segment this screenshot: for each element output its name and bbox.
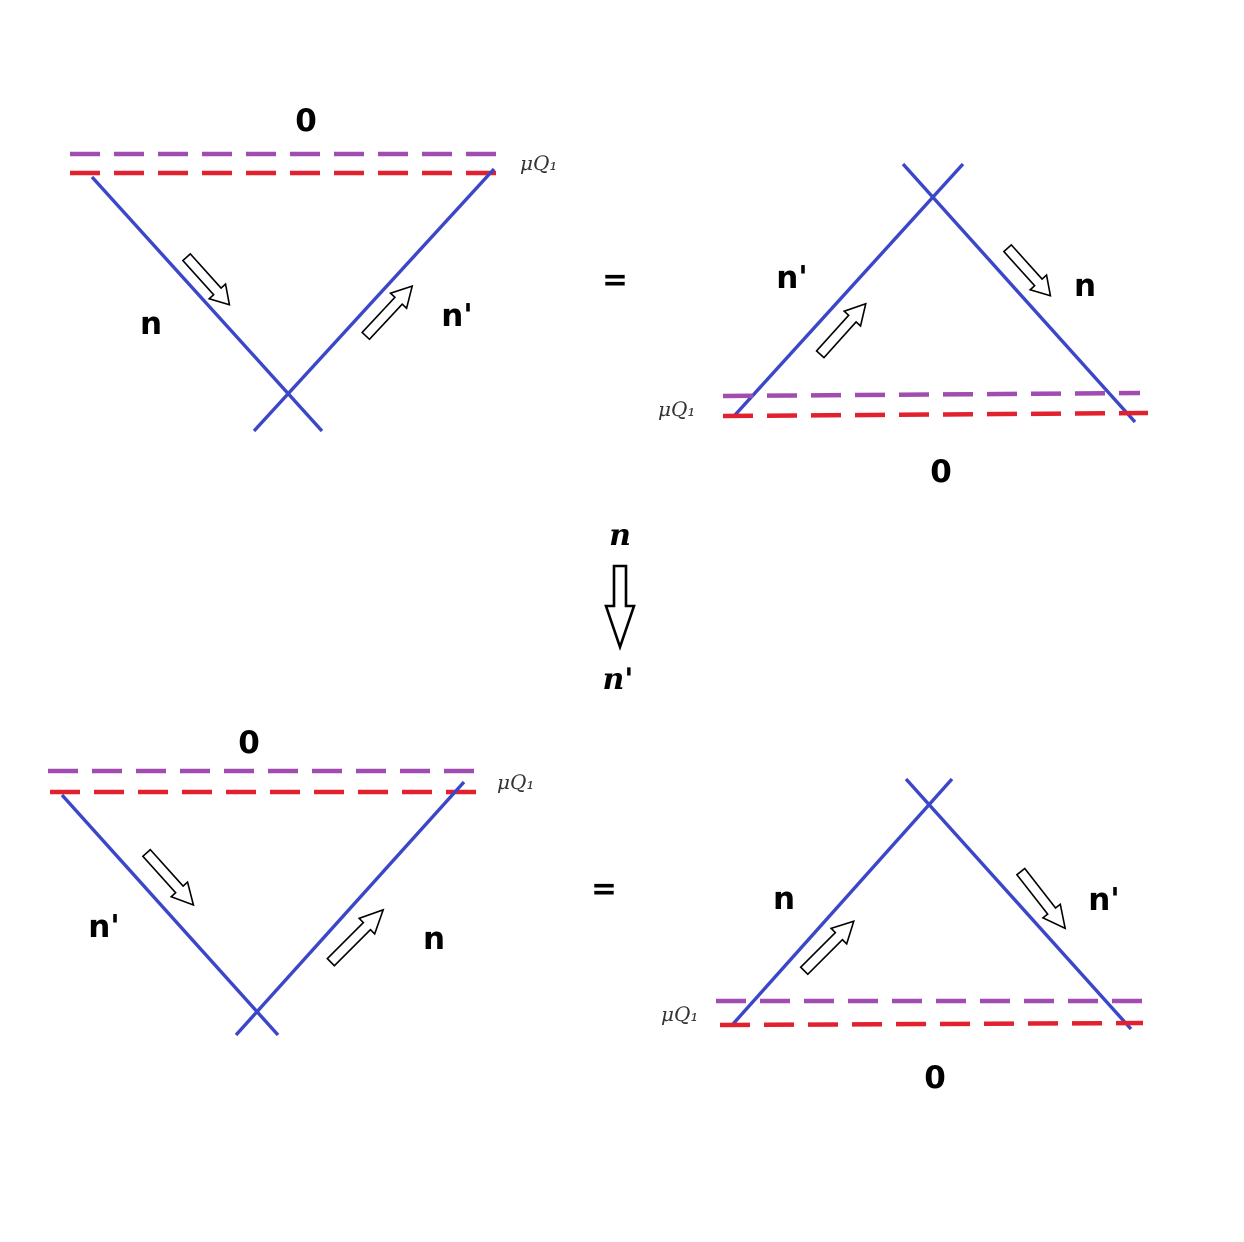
scale-label: μQ₁: [661, 1002, 698, 1026]
scale-label: μQ₁: [497, 770, 534, 794]
flow-arrow-icon: [1015, 867, 1067, 930]
left-line: [733, 162, 965, 417]
scale-label: μQ₁: [658, 397, 695, 421]
zero-label: 0: [930, 454, 952, 490]
lower-dashed-line: [722, 410, 1149, 419]
equals-sign: =: [591, 871, 617, 907]
right-line: [904, 777, 1133, 1031]
zero-label: 0: [924, 1060, 946, 1096]
lower-dashed-line: [719, 1020, 1144, 1028]
diagram-bottom-left: 0 μQ₁ n' n: [48, 725, 534, 1037]
diagram-bottom-right: 0 μQ₁ n n': [661, 777, 1153, 1096]
left-line: [731, 777, 954, 1026]
scale-label: μQ₁: [520, 151, 557, 175]
left-line: [60, 793, 280, 1037]
equals-sign: =: [602, 262, 628, 298]
diagram-top-right: 0 μQ₁ n' n: [658, 162, 1149, 490]
left-line-label: n': [776, 260, 808, 296]
flow-arrow-icon: [799, 920, 855, 976]
left-line: [90, 175, 324, 433]
right-line-label: n': [1088, 882, 1120, 918]
transform-indicator: n n': [603, 518, 636, 697]
transform-from-label: n: [609, 518, 631, 553]
transform-to-label: n': [603, 662, 634, 697]
left-line-label: n: [140, 306, 162, 342]
flow-arrow-icon: [1002, 243, 1052, 297]
right-line-label: n: [1074, 268, 1096, 304]
diagram-top-left: 0 μQ₁ n n': [70, 103, 557, 433]
right-line: [901, 162, 1137, 424]
flow-arrow-icon: [326, 908, 385, 967]
flow-arrow-icon: [815, 302, 867, 359]
upper-dashed-line: [722, 390, 1141, 399]
right-line: [252, 167, 496, 433]
right-line-label: n': [441, 298, 473, 334]
zero-label: 0: [295, 103, 317, 139]
right-line-label: n: [423, 921, 445, 957]
flow-arrow-icon: [141, 848, 195, 907]
right-line: [234, 780, 466, 1037]
flow-arrow-icon: [181, 252, 231, 306]
down-arrow-icon: [604, 564, 636, 652]
left-line-label: n': [88, 909, 120, 945]
flow-arrow-icon: [361, 284, 414, 341]
left-line-label: n: [773, 881, 795, 917]
zero-label: 0: [238, 725, 260, 761]
